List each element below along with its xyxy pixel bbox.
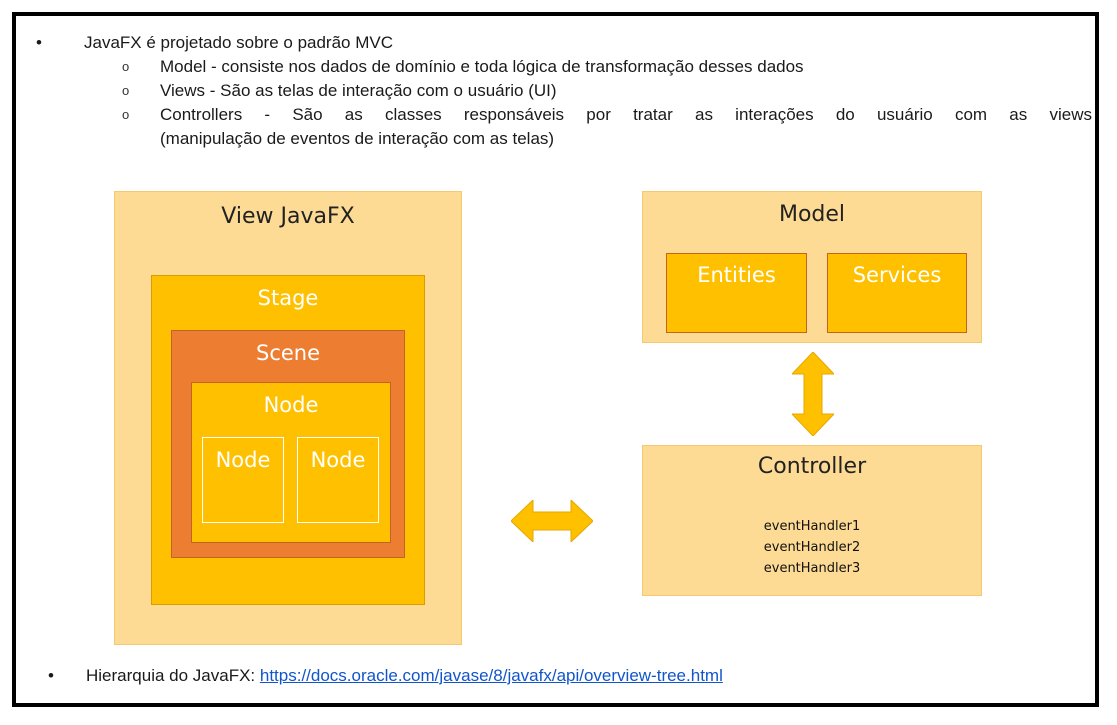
sub-bullet-views: o Views - São as telas de interação com … — [122, 81, 557, 101]
sub-bullet-controllers: o Controllers - São as classes responsáv… — [122, 105, 1092, 125]
services-box: Services — [827, 253, 967, 333]
child-node-box-2: Node — [297, 437, 379, 523]
node-label: Node — [263, 393, 319, 417]
entities-box: Entities — [666, 253, 807, 333]
child-node-box-1: Node — [202, 437, 284, 523]
sub-bullet-text: Views - São as telas de interação com o … — [160, 81, 557, 100]
entities-label: Entities — [697, 263, 776, 287]
view-title: View JavaFX — [221, 204, 355, 229]
bullet-dot: • — [48, 666, 54, 685]
view-controller-arrow — [511, 500, 593, 542]
event-handler-list: eventHandler1 eventHandler2 eventHandler… — [643, 516, 981, 579]
bullet-main-text: JavaFX é projetado sobre o padrão MVC — [84, 33, 394, 52]
event-handler-item: eventHandler3 — [763, 561, 861, 576]
hierarchy-label: Hierarquia do JavaFX: — [86, 666, 260, 685]
services-label: Services — [852, 263, 942, 287]
bullet-hierarchy: • Hierarquia do JavaFX: https://docs.ora… — [48, 666, 723, 686]
model-title: Model — [778, 202, 846, 227]
controller-box: Controller eventHandler1 eventHandler2 e… — [642, 445, 982, 596]
sub-bullet-marker: o — [122, 59, 130, 74]
event-handler-item: eventHandler1 — [763, 519, 861, 534]
sub-bullet-text: (manipulação de eventos de interação com… — [160, 129, 555, 148]
sub-bullet-model: o Model - consiste nos dados de domínio … — [122, 57, 804, 77]
bullet-dot: • — [36, 33, 42, 52]
sub-bullet-text: Controllers - São as classes responsávei… — [160, 105, 1092, 124]
sub-bullet-marker: o — [122, 83, 130, 98]
stage-label: Stage — [257, 286, 319, 310]
sub-bullet-controllers-cont: (manipulação de eventos de interação com… — [160, 129, 554, 149]
event-handler-item: eventHandler2 — [763, 540, 861, 555]
sub-bullet-marker: o — [122, 107, 130, 122]
sub-bullet-text: Model - consiste nos dados de domínio e … — [160, 57, 804, 76]
hierarchy-link[interactable]: https://docs.oracle.com/javase/8/javafx/… — [259, 666, 723, 685]
child-node-label: Node — [310, 448, 366, 472]
scene-label: Scene — [255, 341, 321, 365]
child-node-label: Node — [215, 448, 271, 472]
controller-title: Controller — [757, 454, 867, 479]
model-controller-arrow — [792, 352, 834, 436]
